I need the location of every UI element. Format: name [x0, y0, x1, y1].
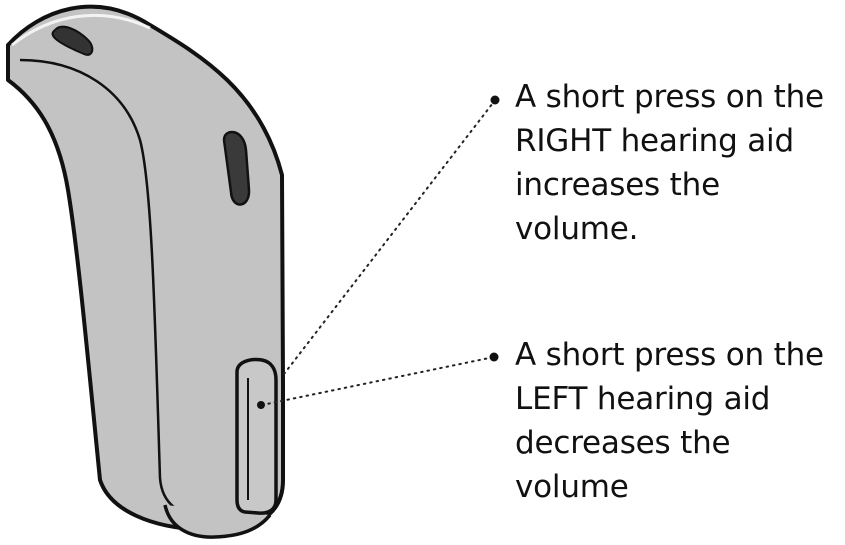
callout-line: A short press on the [515, 337, 824, 373]
callout-line: RIGHT hearing aid [515, 123, 794, 159]
callout-line: volume. [515, 211, 639, 247]
leader-line-right [283, 98, 497, 375]
callout-line: decreases the [515, 425, 731, 461]
bullet-right [490, 95, 500, 105]
side-slot-icon [222, 130, 251, 206]
push-button-icon[interactable] [235, 357, 278, 515]
leader-dot-button [257, 401, 265, 409]
callout-left-volume-down: A short press on the LEFT hearing aid de… [515, 333, 835, 509]
callout-line: volume [515, 469, 629, 505]
callout-line: increases the [515, 167, 720, 203]
top-microphone-icon [51, 25, 94, 56]
bullet-left [489, 352, 499, 362]
hearing-aid-top-edge [11, 13, 151, 47]
callout-line: LEFT hearing aid [515, 381, 771, 417]
callout-right-volume-up: A short press on the RIGHT hearing aid i… [515, 75, 835, 251]
callout-line: A short press on the [515, 79, 824, 115]
hearing-aid-seam [19, 58, 206, 520]
leader-line-left [261, 356, 495, 406]
